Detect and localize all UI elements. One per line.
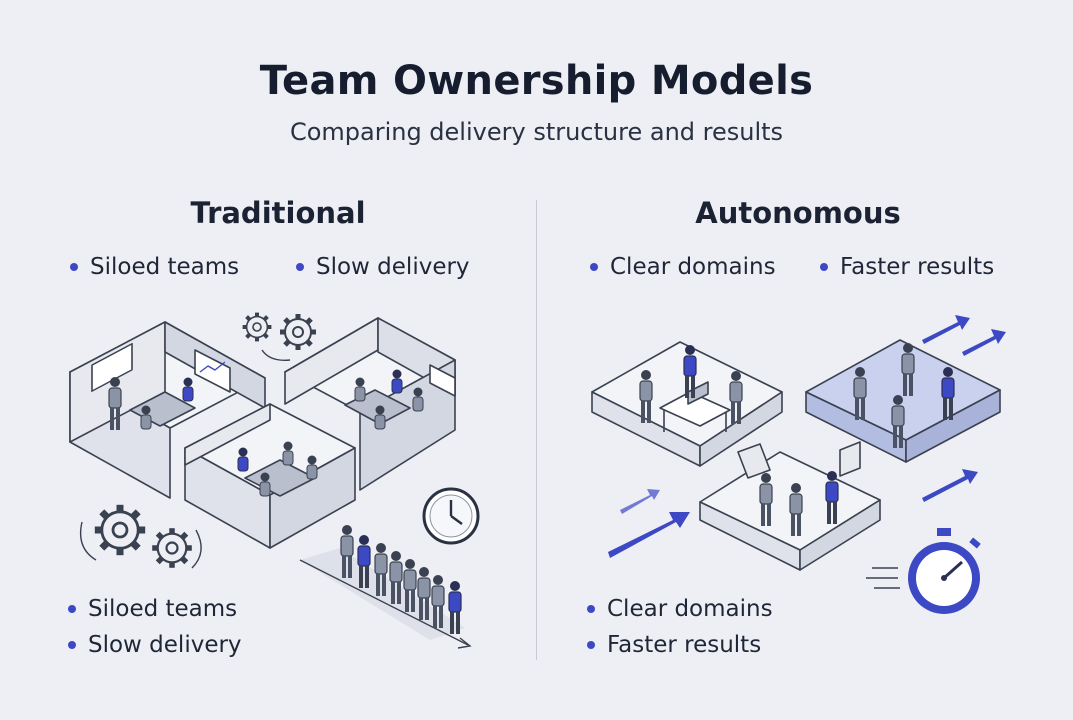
bullet-dot <box>590 263 598 271</box>
stopwatch-icon <box>866 528 981 614</box>
bullet-dot <box>587 641 595 649</box>
traditional-top-bullet-1: Siloed teams <box>70 254 239 280</box>
autonomous-top-bullet-1: Clear domains <box>590 254 776 280</box>
autonomous-heading: Autonomous <box>695 196 901 230</box>
bullet-dot <box>68 641 76 649</box>
page-title: Team Ownership Models <box>259 58 814 104</box>
autonomous-bottom-bullet-1: Clear domains <box>587 596 773 622</box>
autonomous-top-bullet-2: Faster results <box>820 254 994 280</box>
page-subtitle: Comparing delivery structure and results <box>289 118 784 146</box>
person-icon <box>140 405 152 430</box>
traditional-bottom-bullet-1: Siloed teams <box>68 596 237 622</box>
bullet-dot <box>587 605 595 613</box>
gear-icon <box>79 505 202 568</box>
gear-icon <box>243 313 316 361</box>
person-icon <box>306 455 318 480</box>
autonomous-bottom-bullet-2: Faster results <box>587 632 761 658</box>
momentum-arrow-icon <box>608 315 1006 558</box>
column-divider <box>536 200 537 660</box>
person-icon <box>391 369 403 394</box>
person-icon <box>354 377 366 402</box>
person-icon <box>374 405 386 430</box>
clock-icon <box>422 487 480 545</box>
waiting-queue-illustration <box>299 524 472 649</box>
bullet-dot <box>296 263 304 271</box>
person-icon <box>182 377 194 402</box>
person-icon <box>237 447 249 472</box>
bullet-dot <box>820 263 828 271</box>
person-icon <box>282 441 294 466</box>
bullet-dot <box>70 263 78 271</box>
traditional-top-bullet-2: Slow delivery <box>296 254 470 280</box>
bullet-dot <box>68 605 76 613</box>
siloed-cubicles-illustration <box>69 317 456 549</box>
traditional-bottom-bullet-2: Slow delivery <box>68 632 242 658</box>
traditional-heading: Traditional <box>190 196 366 230</box>
person-icon <box>412 387 424 412</box>
person-icon <box>259 472 271 497</box>
